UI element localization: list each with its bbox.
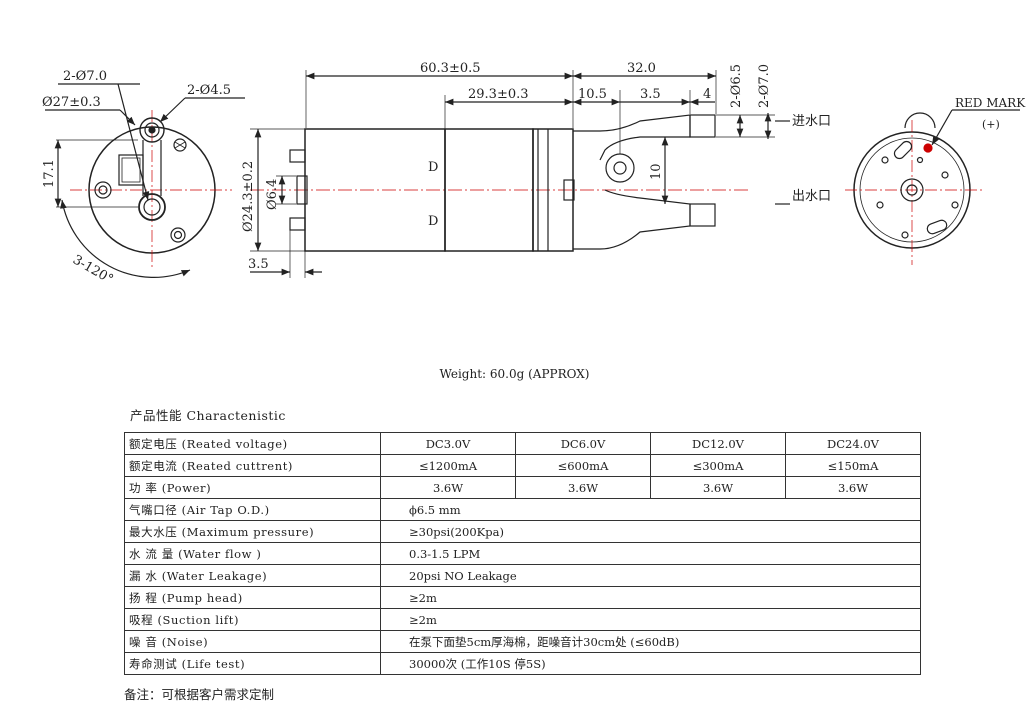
dim-total-length: 60.3±0.5: [420, 61, 481, 76]
note-text: 备注：可根据客户需求定制: [124, 687, 275, 702]
dim-3-5: 3.5: [640, 87, 661, 102]
spec-value: 30000次 (工作10S 停5S): [380, 652, 921, 675]
spec-label: 功 率 (Power): [124, 476, 381, 499]
spec-value: 3.6W: [515, 476, 651, 499]
spec-label: 噪 音 (Noise): [124, 630, 381, 653]
spec-label: 扬 程 (Pump head): [124, 586, 381, 609]
spec-value: ≥30psi(200Kpa): [380, 520, 921, 543]
spec-value: ≤150mA: [785, 454, 921, 477]
spec-label: 气嘴口径 (Air Tap O.D.): [124, 498, 381, 521]
technical-drawing: 2-Ø7.0 Ø27±0.3 2-Ø4.5 17.1 3-120°: [42, 61, 1026, 287]
weight-text: Weight: 60.0g (APPROX): [439, 367, 590, 381]
spec-value: DC24.0V: [785, 432, 921, 455]
spec-value: ≤600mA: [515, 454, 651, 477]
right-end-view: [845, 109, 1020, 265]
dim-angle-3x120: 3-120°: [70, 252, 116, 287]
spec-value: ≤300mA: [650, 454, 786, 477]
spec-row: 气嘴口径 (Air Tap O.D.)ϕ6.5 mm: [124, 498, 921, 521]
side-view: [250, 70, 790, 278]
spec-row: 水 流 量 (Water flow )0.3-1.5 LPM: [124, 542, 921, 565]
dim-body-dia-27: Ø27±0.3: [42, 95, 101, 110]
spec-label: 水 流 量 (Water flow ): [124, 542, 381, 565]
spec-value: DC6.0V: [515, 432, 651, 455]
red-mark-label: RED MARK: [955, 96, 1026, 110]
spec-value: 20psi NO Leakage: [380, 564, 921, 587]
spec-row: 寿命测试 (Life test)30000次 (工作10S 停5S): [124, 652, 921, 675]
spec-value: 3.6W: [380, 476, 516, 499]
dim-hole-2x7: 2-Ø7.0: [63, 69, 107, 84]
spec-label: 额定电压 (Reated voltage): [124, 432, 381, 455]
dim-terminal-3-5: 3.5: [248, 257, 269, 272]
dim-hole-2x45: 2-Ø4.5: [187, 83, 231, 98]
dim-nozzle-dia-65: 2-Ø6.5: [729, 64, 744, 108]
dim-nozzle-length: 32.0: [627, 61, 656, 76]
spec-row: 噪 音 (Noise)在泵下面垫5cm厚海棉，距噪音计30cm处 (≤60dB): [124, 630, 921, 653]
spec-value: 在泵下面垫5cm厚海棉，距噪音计30cm处 (≤60dB): [380, 630, 921, 653]
dim-nozzle-dia-70: 2-Ø7.0: [757, 64, 772, 108]
spec-value: 3.6W: [650, 476, 786, 499]
spec-value: ≥2m: [380, 586, 921, 609]
spec-row: 最大水压 (Maximum pressure)≥30psi(200Kpa): [124, 520, 921, 543]
spec-value: 3.6W: [785, 476, 921, 499]
dim-10-5: 10.5: [578, 87, 607, 102]
mark-d-lower: D: [428, 214, 438, 229]
spec-row: 额定电流 (Reated cuttrent)≤1200mA≤600mA≤300m…: [124, 454, 921, 477]
spec-label: 额定电流 (Reated cuttrent): [124, 454, 381, 477]
spec-label: 寿命测试 (Life test): [124, 652, 381, 675]
mark-d-upper: D: [428, 160, 438, 175]
dim-motor-dia: Ø24.3±0.2: [241, 161, 256, 232]
section-title: 产品性能 Charactenistic: [130, 408, 286, 423]
spec-row: 扬 程 (Pump head)≥2m: [124, 586, 921, 609]
spec-value: DC12.0V: [650, 432, 786, 455]
spec-value: ≤1200mA: [380, 454, 516, 477]
spec-value: DC3.0V: [380, 432, 516, 455]
spec-value: 0.3-1.5 LPM: [380, 542, 921, 565]
spec-label: 最大水压 (Maximum pressure): [124, 520, 381, 543]
dim-height-17: 17.1: [42, 159, 57, 188]
dim-shaft-dia: Ø6.4: [265, 179, 280, 210]
dim-4: 4: [703, 87, 711, 102]
spec-row: 漏 水 (Water Leakage)20psi NO Leakage: [124, 564, 921, 587]
outlet-label: 出水口: [792, 189, 831, 204]
plus-label: (+): [982, 118, 1000, 131]
spec-value: ≥2m: [380, 608, 921, 631]
inlet-label: 进水口: [792, 114, 831, 129]
spec-value: ϕ6.5 mm: [380, 498, 921, 521]
left-end-view: [45, 83, 245, 278]
spec-row: 吸程 (Suction lift)≥2m: [124, 608, 921, 631]
spec-label: 漏 水 (Water Leakage): [124, 564, 381, 587]
spec-label: 吸程 (Suction lift): [124, 608, 381, 631]
dim-pump-length: 29.3±0.3: [468, 87, 529, 102]
dim-10: 10: [649, 163, 664, 180]
